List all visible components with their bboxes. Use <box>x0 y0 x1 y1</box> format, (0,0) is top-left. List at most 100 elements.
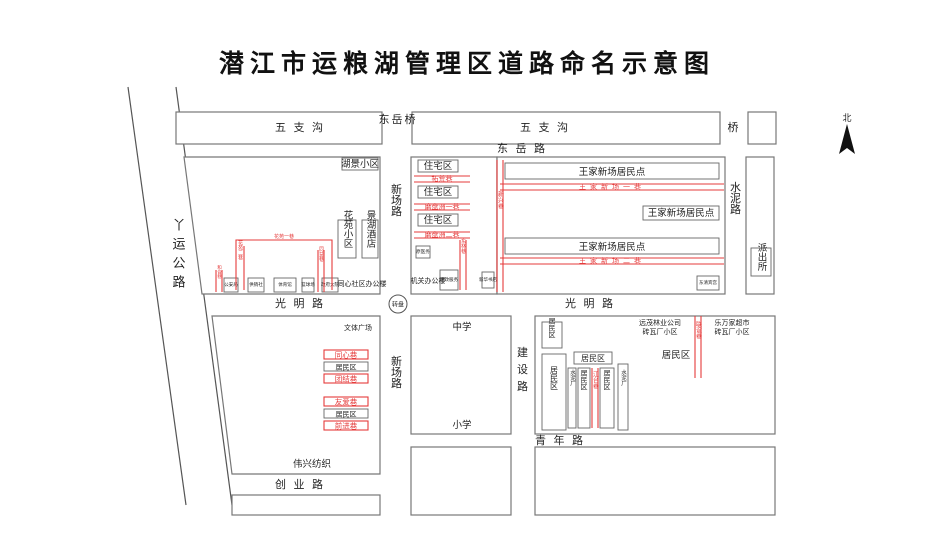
tiyu-label: 体育馆 <box>278 281 292 288</box>
lewanjia-label: 乐万家超市 <box>715 318 750 327</box>
lane-path-huayuan <box>235 239 333 290</box>
wangjia-1-label: 王家新场居民点 <box>579 166 646 178</box>
lane-qianjin: 前进巷 <box>335 421 358 431</box>
yuanmao-label: 远茂林业公司 <box>639 318 681 327</box>
lane-tongxin: 同心巷 <box>335 351 358 360</box>
map-title: 潜江市运粮湖管理区道路命名示意图 <box>218 49 715 78</box>
huayuan-label: 花苑小区 <box>342 209 354 248</box>
shuini-fang-2-label: 水泥厂 <box>620 369 627 388</box>
wenhua-label: 文体广场 <box>344 323 372 332</box>
block-southwest <box>211 315 381 475</box>
road-guangming-left: 光 明 路 <box>275 296 325 310</box>
yuanyiwu-box <box>415 245 431 259</box>
lane-youai: 友爱巷 <box>335 397 358 407</box>
wangjia-3-label: 王家新场居民点 <box>579 241 646 253</box>
road-chuangye: 创 业 路 <box>275 478 325 491</box>
hujing-label: 湖景小区 <box>341 159 380 170</box>
road-wuzhigou-left: 五 支 沟 <box>275 121 325 134</box>
zhuzhai-2-label: 住宅区 <box>424 186 453 198</box>
block-bottom-mid <box>410 446 512 516</box>
lane-huayuan-2: 花苑二巷 <box>237 239 243 260</box>
zhuzhai-3-box <box>417 213 459 227</box>
huayuan-box <box>337 219 357 259</box>
roundabout-label: 转盘 <box>392 301 404 309</box>
yayun-highway <box>127 86 233 506</box>
north-arrow-icon <box>839 124 855 154</box>
lane-box-tongxin <box>323 349 369 360</box>
road-qingnian: 青 年 路 <box>535 433 585 447</box>
lane-path-wangjia-1 <box>500 183 724 191</box>
juminqu-l2-box <box>323 408 369 419</box>
wangjia-1-box <box>504 162 720 180</box>
gonganju-box <box>223 277 239 293</box>
lane-path-tuohuang <box>414 175 470 183</box>
wangjia-2-box <box>642 205 720 221</box>
road-dongyue: 东 岳 路 <box>497 142 547 155</box>
block-wuzhigou-right <box>411 111 721 145</box>
lane-path-west <box>215 270 223 292</box>
lane-wangjia-2: 王家新场二巷 <box>579 256 645 265</box>
lane-huayuan-1: 花苑一巷 <box>274 233 294 240</box>
lane-path-moupan-1 <box>414 203 470 211</box>
road-guangming-right: 光 明 路 <box>565 296 615 310</box>
juminqu-r3-box <box>541 353 567 431</box>
yuanyiwu-label: 原医务 <box>416 248 430 255</box>
compass-label: 北 <box>842 113 851 124</box>
lane-wangjia-1: 王家新场一巷 <box>579 182 645 191</box>
road-xinchang-bottom: 新场路 <box>390 354 403 389</box>
road-jianshe: 建设路 <box>516 345 529 397</box>
road-shuini: 水泥路 <box>729 181 742 215</box>
paichusuo-label: 派出所 <box>756 243 768 272</box>
lane-tongyi: 同益巷 <box>318 247 324 262</box>
shifu-box <box>321 277 339 293</box>
dongqing-box <box>696 275 720 291</box>
road-dongyueqiao: 东岳桥 <box>379 113 418 126</box>
juminqu-l1-box <box>323 361 369 372</box>
shuini-fang-1-box <box>567 367 577 429</box>
lanqiu-box <box>301 277 315 293</box>
zhuzhai-1-box <box>417 159 459 173</box>
zhuzhai-2-box <box>417 185 459 199</box>
shuini-fang-2-box <box>617 363 629 431</box>
shifu-label: 政府大院 <box>321 281 339 288</box>
lane-path-xinxing <box>496 160 504 292</box>
jiazhen-box <box>439 269 459 291</box>
block-northwest <box>183 156 381 295</box>
juminqu-r5-label: 居民区 <box>603 370 611 391</box>
jinghu-box <box>361 219 379 259</box>
lane-box-qianjin <box>323 420 369 431</box>
lane-path-moupan-2 <box>414 231 470 239</box>
road-bridge-right: 桥 <box>728 121 741 134</box>
road-yayun: 丫运公路 <box>170 218 186 294</box>
block-far-right-top <box>747 111 777 145</box>
juminqu-r6-label: 居民区 <box>662 350 691 361</box>
lane-path-lianyi <box>694 316 702 378</box>
lane-donglin: 东林巷 <box>460 238 466 254</box>
lane-tuanjie: 团结巷 <box>335 374 358 384</box>
juminqu-r1-box <box>541 321 563 349</box>
shuini-fang-1-label: 水泥厂 <box>569 369 576 388</box>
road-xinchang-top: 新场路 <box>390 182 403 217</box>
lane-path-donglin <box>459 240 467 290</box>
lane-box-youai <box>323 396 369 407</box>
lane-jiangtai: 江台巷 <box>592 371 599 389</box>
gongxiaoshe-box <box>247 277 265 293</box>
lane-path-wangjia-2 <box>500 257 724 265</box>
juminqu-r1-label: 居民区 <box>548 318 556 339</box>
lane-tuohuang: 拓荒巷 <box>432 174 453 183</box>
lane-hehe: 和合巷 <box>217 264 222 279</box>
block-wuzhigou-left <box>175 111 383 145</box>
jidi-office-label: 机关办公楼 <box>411 276 446 285</box>
juminqu-r4-box <box>577 367 591 429</box>
weixing-label: 伟兴纺织 <box>293 458 331 470</box>
juminqu-r2-label: 居民区 <box>581 354 605 363</box>
lane-path-east <box>317 250 325 292</box>
xinhua-label: 新华书店 <box>479 276 497 283</box>
block-northeast <box>496 156 726 295</box>
juminqu-r5-box <box>599 367 615 429</box>
road-wuzhigou-right: 五 支 沟 <box>520 121 570 134</box>
lanqiu-label: 篮球场 <box>301 281 315 288</box>
lane-path-jiangtai <box>591 368 599 428</box>
tongxin-office-label: 同心社区办公楼 <box>338 279 387 288</box>
